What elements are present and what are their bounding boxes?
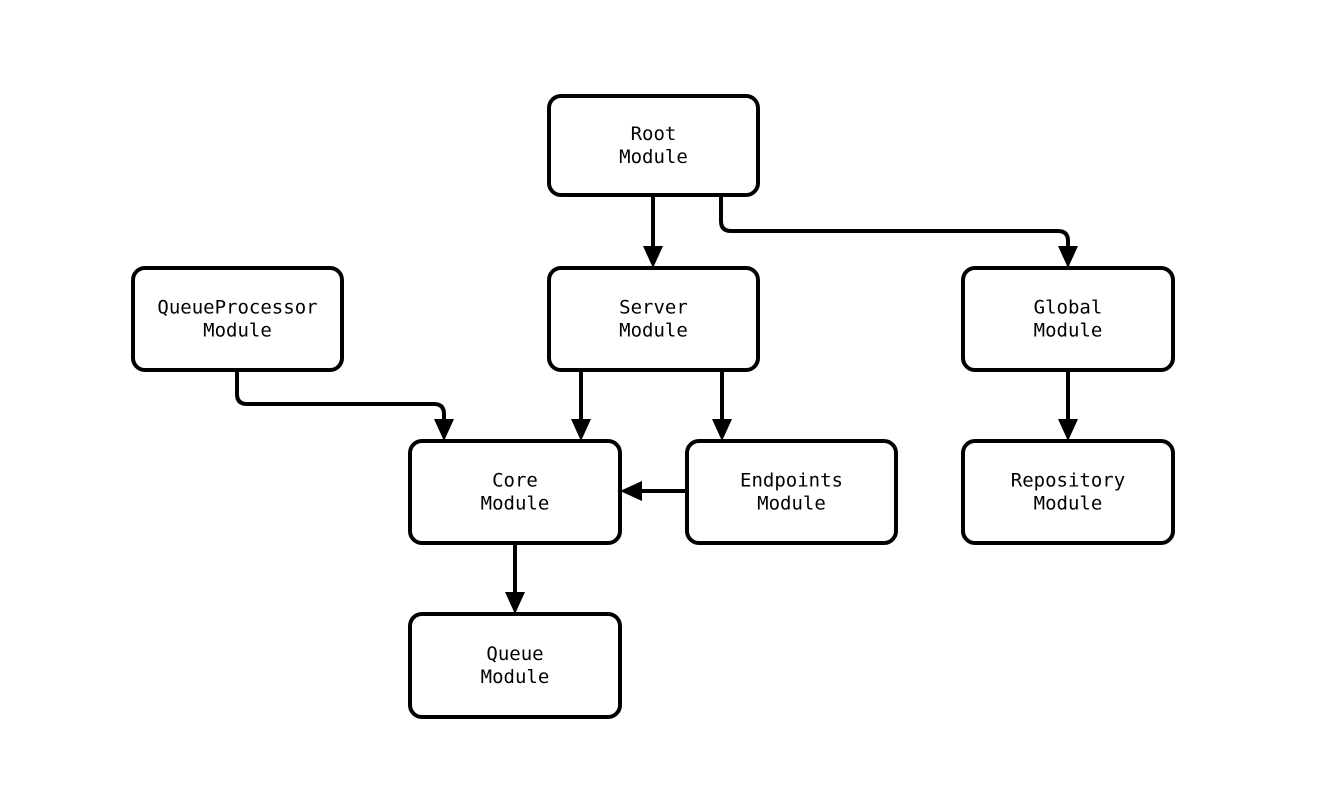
node-shape[interactable] <box>547 94 760 197</box>
node-shape[interactable] <box>408 439 622 545</box>
node-shape[interactable] <box>685 439 898 545</box>
node-label-line2: Module <box>757 493 826 515</box>
edge-endpoints-core: Endpoints Module to Core Module <box>620 481 687 501</box>
node-label-line1: Core <box>492 470 538 492</box>
node-shape[interactable] <box>961 439 1175 545</box>
node-label-line1: QueueProcessor <box>157 297 317 319</box>
node-label-line1: Server <box>619 297 688 319</box>
node-shape[interactable] <box>961 266 1175 372</box>
edge-root-global: Root Module to Global Module <box>719 195 1078 268</box>
arrowhead-icon <box>434 419 454 441</box>
node-label-line2: Module <box>619 320 688 342</box>
edge-root-server: Root Module to Server Module <box>643 195 663 268</box>
edge-server-endpoints: Server Module to Endpoints Module <box>712 370 732 441</box>
edge-global-repository: Global Module to Repository Module <box>1058 370 1078 441</box>
edge-queueprocessor-core: QueueProcessor Module to Core Module <box>235 370 454 441</box>
node-label-line1: Queue <box>486 643 543 665</box>
node-label-line1: Repository <box>1011 470 1125 492</box>
node-label-line2: Module <box>481 493 550 515</box>
edge-core-queue: Core Module to Queue Module <box>505 543 525 614</box>
node-label-line2: Module <box>203 320 272 342</box>
node-label-line2: Module <box>1034 320 1103 342</box>
arrowhead-icon <box>712 419 732 441</box>
arrowhead-icon <box>620 481 642 501</box>
node-shape[interactable] <box>131 266 344 372</box>
node-label-line1: Root <box>631 123 677 145</box>
edge-layer: Root Module to Server Module Root Module … <box>235 195 1078 614</box>
arrowhead-icon <box>505 592 525 614</box>
arrowhead-icon <box>571 419 591 441</box>
node-label-line1: Endpoints <box>740 470 843 492</box>
node-label-line1: Global <box>1034 297 1103 319</box>
arrowhead-icon <box>1058 246 1078 268</box>
edge-line <box>719 195 1070 252</box>
arrowhead-icon <box>1058 419 1078 441</box>
arrowhead-icon <box>643 246 663 268</box>
edge-line <box>235 370 446 425</box>
node-label-line2: Module <box>619 146 688 168</box>
node-label-line2: Module <box>1034 493 1103 515</box>
node-label-line2: Module <box>481 666 550 688</box>
node-shape[interactable] <box>408 612 622 719</box>
node-layer: RootModuleQueueProcessorModuleServerModu… <box>131 94 1175 719</box>
node-shape[interactable] <box>547 266 760 372</box>
edge-server-core: Server Module to Core Module <box>571 370 591 441</box>
